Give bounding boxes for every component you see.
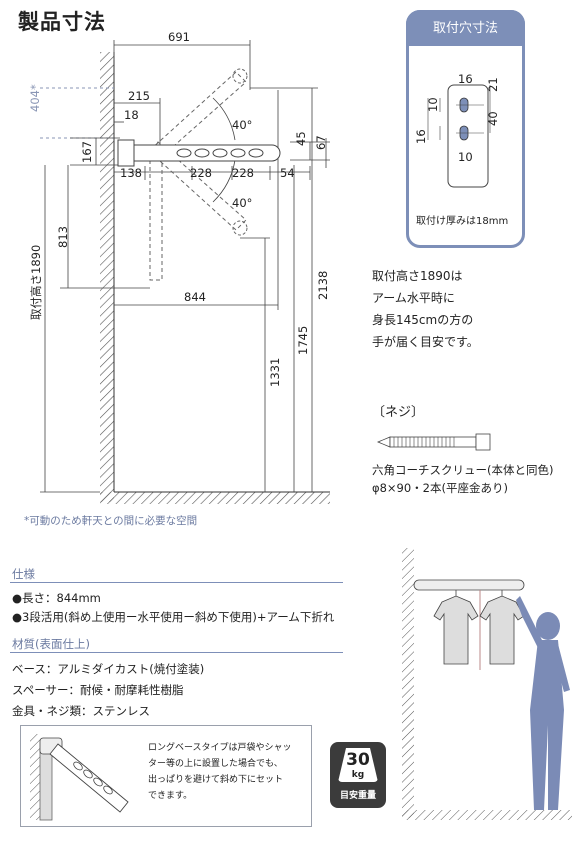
height-note-line: 身長145cmの方の: [372, 313, 474, 327]
dimension-drawing: [40, 40, 330, 504]
mounting-hole-title: 取付穴寸法: [406, 10, 525, 46]
mounting-thickness: 取付け厚みは18mm: [416, 216, 509, 227]
arm-base: [117, 139, 135, 167]
dim-813: 813: [56, 226, 70, 248]
dim-67: 67: [314, 135, 328, 150]
footnote: *可動のため軒天との間に必要な空間: [24, 515, 198, 527]
material-spacer: スペーサー：耐候・耐摩耗性樹脂: [12, 683, 184, 697]
spec-usage: ●3段活用(斜め上使用ー水平使用ー斜め下使用)+アーム下折れ: [12, 610, 335, 624]
height-note-line: 手が届く目安です。: [372, 335, 479, 349]
dim-angle-upper: 40°: [232, 118, 253, 132]
arm-horizontal: [119, 144, 281, 162]
mounting-hole-diagram: [427, 84, 491, 188]
dim-54: 54: [280, 166, 295, 180]
dim-228-a: 228: [190, 166, 212, 180]
page-title: 製品寸法: [18, 10, 106, 34]
wall-hatch: [100, 52, 114, 502]
hole-dim-21: 21: [486, 77, 500, 92]
hole-dim-16-a: 16: [458, 72, 473, 86]
dim-691: 691: [168, 30, 190, 44]
long-base-illustration: [30, 734, 129, 821]
material-divider: [10, 652, 343, 653]
long-base-note-line: できます。: [148, 791, 193, 801]
weight-unit: kg: [351, 770, 365, 780]
floor-hatch: [100, 492, 330, 504]
screw-desc-1: 六角コーチスクリュー(本体と同色): [372, 463, 554, 477]
dim-228-b: 228: [232, 166, 254, 180]
dim-angle-lower: 40°: [232, 196, 253, 210]
screw-desc-2: φ8×90・2本(平座金あり): [372, 481, 508, 495]
dim-18: 18: [124, 108, 139, 122]
dim-215: 215: [128, 89, 150, 103]
person-silhouette: [516, 596, 570, 810]
spec-length: ●長さ：844mm: [12, 591, 101, 605]
weight-label: 目安重量: [339, 791, 376, 801]
spec-heading: 仕様: [12, 567, 35, 581]
hole-dim-10-b: 10: [458, 150, 473, 164]
hole-dim-40: 40: [486, 111, 500, 126]
dim-404: 404*: [28, 84, 42, 112]
long-base-note-box: [20, 725, 312, 827]
long-base-note-line: ター等の上に設置した場合でも、: [148, 759, 283, 769]
dim-844: 844: [184, 290, 206, 304]
dim-138: 138: [120, 166, 142, 180]
dim-1890: 取付高さ1890: [29, 244, 43, 320]
long-base-note: ロングベースタイプは戸袋やシャッ ター等の上に設置した場合でも、 出っぱりを避け…: [148, 740, 308, 804]
screw-heading: 〔ネジ〕: [372, 405, 425, 420]
hole-dim-16-b: 16: [414, 129, 428, 144]
weight-badge: 30 kg 目安重量: [330, 742, 386, 808]
long-base-note-line: ロングベースタイプは戸袋やシャッ: [148, 743, 292, 753]
hole-dim-10-a: 10: [426, 97, 440, 112]
height-note: 取付高さ1890は アーム水平時に 身長145cmの方の 手が届く目安です。: [372, 265, 479, 353]
weight-value: 30: [346, 750, 370, 770]
dim-2138: 2138: [316, 270, 330, 300]
dim-1331: 1331: [268, 357, 282, 387]
dim-167: 167: [80, 141, 94, 163]
screw-icon: [376, 433, 491, 451]
material-base: ベース：アルミダイカスト(焼付塗装): [12, 662, 205, 676]
dim-1745: 1745: [296, 325, 310, 355]
height-note-line: アーム水平時に: [372, 291, 455, 305]
spec-divider: [10, 582, 343, 583]
material-heading: 材質(表面仕上): [12, 637, 90, 651]
usage-illustration: [402, 548, 572, 820]
arm-folded-position: [149, 160, 163, 281]
material-hardware: 金具・ネジ類：ステンレス: [12, 704, 150, 718]
dim-45: 45: [294, 131, 308, 146]
long-base-note-line: 出っぱりを避けて斜め下にセット: [148, 775, 284, 785]
height-note-line: 取付高さ1890は: [372, 269, 463, 283]
